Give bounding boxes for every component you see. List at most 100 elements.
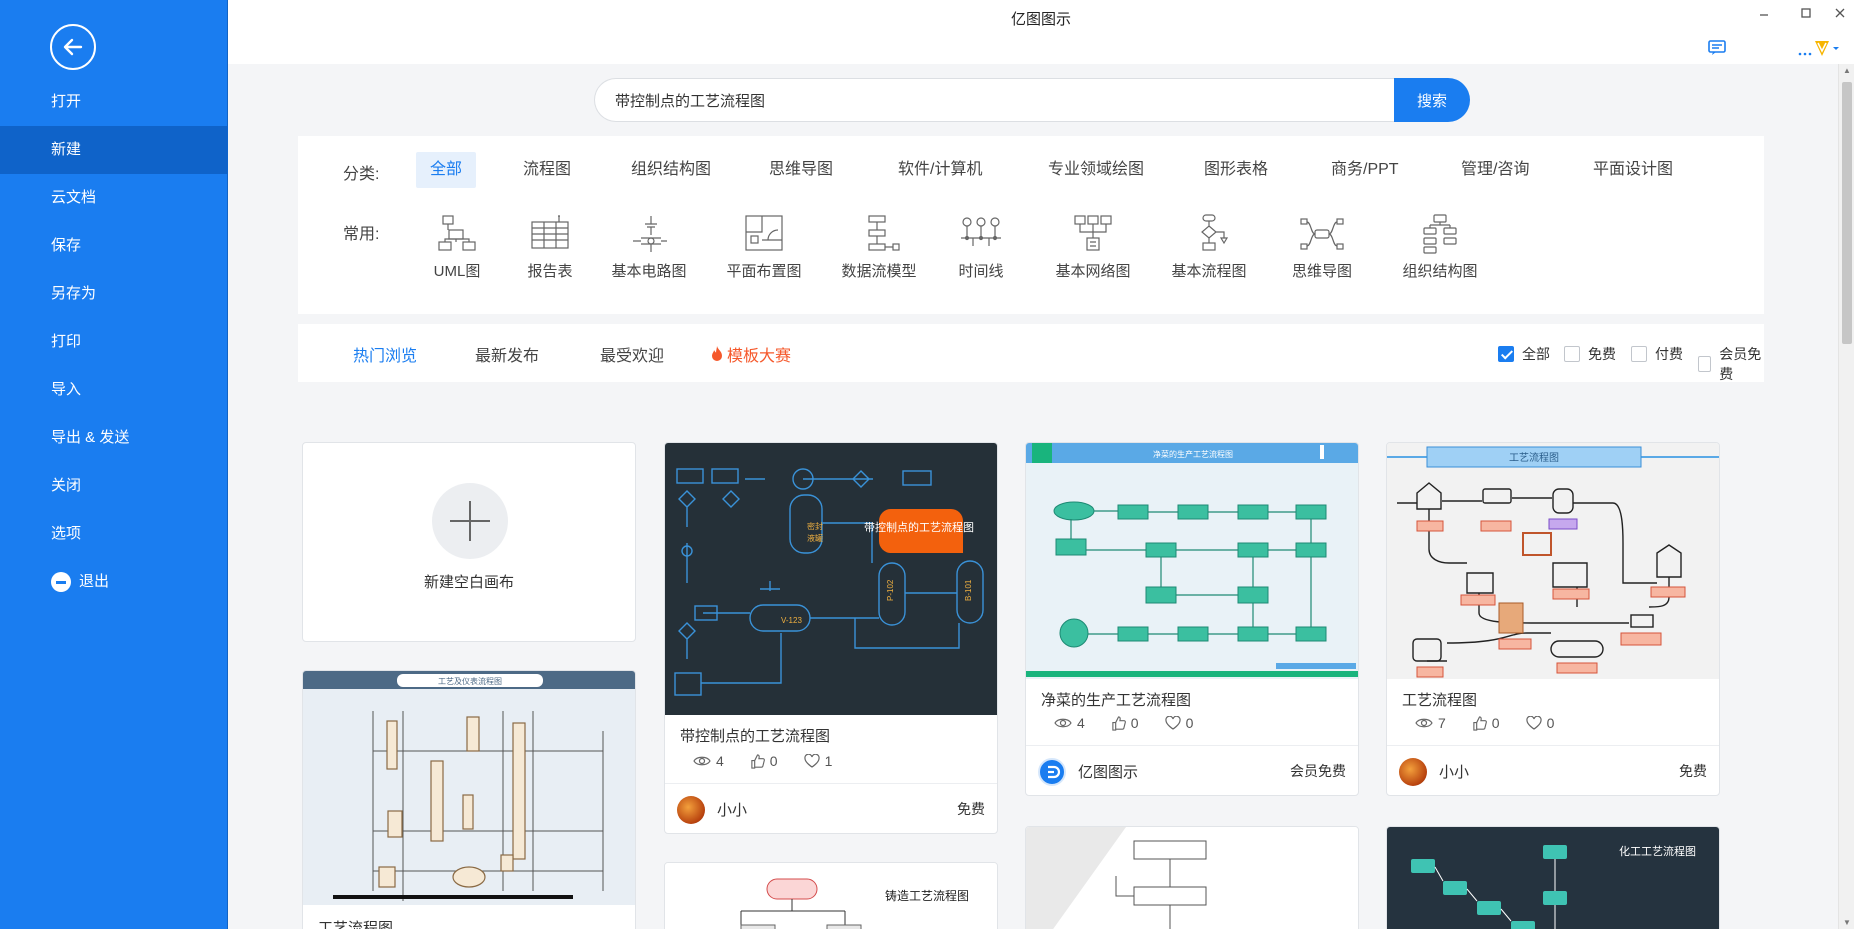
template-card[interactable]: 化工工艺流程图 [1386, 826, 1720, 929]
template-card[interactable]: 密封 液罐 V-123 P-102 B-101 带控制点的工艺流程图 带控制点的… [664, 442, 998, 834]
likes-stat[interactable]: 0 [1111, 715, 1139, 731]
main-content: 搜索 分类: 全部 流程图 组织结构图 思维导图 软件/计算机 专业领域绘图 图… [228, 64, 1838, 929]
template-card[interactable]: 工艺流程图 [1386, 442, 1720, 796]
category-tab-software[interactable]: 软件/计算机 [898, 161, 983, 178]
filter-free-checkbox[interactable]: 免费 [1564, 344, 1616, 364]
search-bar: 搜索 [594, 78, 1470, 122]
process-diagram-image: 铸造工艺流程图 [740, 878, 969, 929]
common-item-timeline[interactable]: 时间线 [926, 214, 1036, 281]
sidebar-item-export[interactable]: 导出 & 发送 [0, 414, 228, 462]
author-name[interactable]: 小小 [717, 802, 748, 819]
back-arrow-icon[interactable] [50, 24, 96, 70]
filter-all-checkbox[interactable]: 全部 [1498, 344, 1550, 364]
search-input[interactable] [594, 78, 1398, 122]
category-tab-flowchart[interactable]: 流程图 [523, 161, 572, 178]
sidebar-item-cloud[interactable]: 云文档 [0, 174, 228, 222]
sidebar-item-new[interactable]: 新建 [0, 126, 228, 174]
common-item-network[interactable]: 基本网络图 [1038, 214, 1148, 281]
sidebar-item-save[interactable]: 保存 [0, 222, 228, 270]
common-item-label: 基本流程图 [1171, 263, 1247, 280]
likes-count: 0 [1491, 715, 1500, 731]
filter-paid-checkbox[interactable]: 付费 [1631, 344, 1683, 364]
sidebar-item-print[interactable]: 打印 [0, 318, 228, 366]
close-icon[interactable] [1830, 6, 1850, 22]
template-card[interactable]: 工艺及仪表流程图 工艺流程图 [302, 670, 636, 929]
new-blank-canvas-card[interactable]: 新建空白画布 [302, 442, 636, 642]
common-item-label: 基本网络图 [1055, 263, 1131, 280]
category-label: 分类: [343, 166, 380, 183]
likes-stat[interactable]: 0 [1472, 715, 1500, 731]
common-item-uml[interactable]: UML图 [402, 214, 512, 281]
tab-label: 模板大赛 [727, 348, 792, 365]
category-tab-professional[interactable]: 专业领域绘图 [1048, 161, 1145, 178]
sidebar-item-label: 退出 [79, 573, 110, 590]
common-item-report[interactable]: 报告表 [495, 214, 605, 281]
sidebar-item-options[interactable]: 选项 [0, 510, 228, 558]
card-stats: 4 0 1 [693, 753, 832, 769]
category-tab-graphic-design[interactable]: 平面设计图 [1593, 161, 1674, 178]
likes-count: 0 [769, 753, 778, 769]
sidebar-item-save-as[interactable]: 另存为 [0, 270, 228, 318]
common-item-floor-plan[interactable]: 平面布置图 [709, 214, 819, 281]
category-tab-graphic-table[interactable]: 图形表格 [1204, 161, 1269, 178]
tab-most-liked[interactable]: 最受欢迎 [600, 348, 665, 365]
scroll-up-icon[interactable]: ▲ [1843, 66, 1851, 75]
card-title: 工艺流程图 [1402, 692, 1478, 709]
svg-text:P-102: P-102 [886, 579, 895, 601]
category-tab-management[interactable]: 管理/咨询 [1461, 161, 1530, 178]
timeline-icon [961, 217, 1001, 246]
card-title: 净菜的生产工艺流程图 [1041, 692, 1192, 709]
views-stat: 7 [1415, 715, 1446, 731]
filter-member-free-checkbox[interactable]: 会员免费 [1698, 344, 1764, 384]
favorites-stat[interactable]: 0 [1525, 715, 1554, 731]
vip-badge-icon[interactable] [1812, 38, 1840, 63]
template-card[interactable]: 净菜的生产工艺流程图 净菜的生产工艺流程图 4 0 0 [1025, 442, 1359, 796]
sidebar-item-close[interactable]: 关闭 [0, 462, 228, 510]
minimize-icon[interactable] [1754, 6, 1774, 22]
search-button[interactable]: 搜索 [1394, 78, 1470, 122]
author-name[interactable]: 亿图图示 [1078, 764, 1139, 781]
more-icon[interactable] [1798, 44, 1812, 62]
common-item-circuit[interactable]: 基本电路图 [594, 214, 704, 281]
tab-template-contest[interactable]: 模板大赛 [710, 342, 791, 366]
category-tab-org[interactable]: 组织结构图 [631, 161, 712, 178]
message-icon[interactable] [1708, 40, 1726, 61]
common-item-org-chart[interactable]: 组织结构图 [1385, 214, 1495, 281]
likes-stat[interactable]: 0 [750, 753, 778, 769]
favorites-stat[interactable]: 0 [1164, 715, 1193, 731]
avatar[interactable] [677, 796, 705, 824]
common-item-label: 组织结构图 [1402, 263, 1478, 280]
process-diagram-image: 工艺流程图 [1387, 446, 1719, 678]
common-item-data-flow[interactable]: 数据流模型 [824, 214, 934, 281]
template-thumbnail: 工艺流程图 [1387, 443, 1719, 679]
common-item-mindmap[interactable]: 思维导图 [1267, 214, 1377, 281]
sidebar-item-label: 导入 [51, 381, 82, 398]
category-tab-all[interactable]: 全部 [416, 152, 477, 188]
favorites-stat[interactable]: 1 [803, 753, 832, 769]
author-name[interactable]: 小小 [1439, 764, 1470, 781]
scroll-down-icon[interactable]: ▼ [1843, 918, 1851, 927]
avatar[interactable] [1399, 758, 1427, 786]
eye-icon [1415, 718, 1433, 728]
template-card[interactable]: 铸造工艺流程图 [664, 862, 998, 929]
process-diagram-image: 工艺及仪表流程图 [303, 671, 635, 901]
card-title: 带控制点的工艺流程图 [680, 728, 831, 745]
minus-circle-icon [51, 572, 71, 592]
tab-latest[interactable]: 最新发布 [475, 348, 540, 365]
vertical-scrollbar[interactable]: ▲ ▼ [1838, 64, 1854, 929]
template-card[interactable] [1025, 826, 1359, 929]
scrollbar-thumb[interactable] [1842, 82, 1852, 344]
sidebar-item-open[interactable]: 打开 [0, 78, 228, 126]
common-item-basic-flowchart[interactable]: 基本流程图 [1154, 214, 1264, 281]
sidebar-item-label: 云文档 [51, 189, 97, 206]
maximize-icon[interactable] [1796, 6, 1816, 22]
thumbs-up-icon [1473, 715, 1487, 731]
sidebar-item-import[interactable]: 导入 [0, 366, 228, 414]
avatar[interactable] [1038, 758, 1066, 786]
svg-text:B-101: B-101 [964, 579, 973, 601]
sidebar-item-exit[interactable]: 退出 [0, 558, 228, 606]
category-tab-business-ppt[interactable]: 商务/PPT [1331, 161, 1399, 178]
category-tab-mindmap[interactable]: 思维导图 [769, 161, 834, 178]
template-thumbnail: 密封 液罐 V-123 P-102 B-101 带控制点的工艺流程图 [665, 443, 997, 715]
tab-hot[interactable]: 热门浏览 [353, 348, 418, 365]
